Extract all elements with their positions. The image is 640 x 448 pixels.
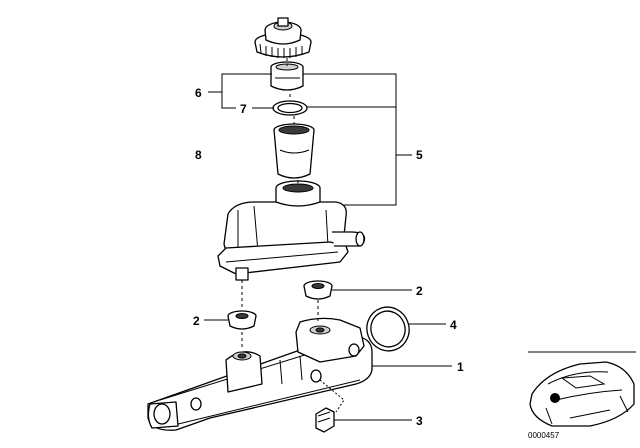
callout-labels: 6 7 8 5 2 2 4 1 3 [193,86,464,428]
label-7: 7 [240,102,247,116]
label-8: 8 [195,148,202,162]
label-3: 3 [416,414,423,428]
label-4: 4 [450,318,457,332]
label-5: 5 [416,148,423,162]
catalog-number: 0000457 [528,431,560,440]
label-1: 1 [457,360,464,374]
cap-fitting[interactable] [270,61,304,91]
filter-insert[interactable] [273,123,315,179]
grommet-right[interactable] [303,280,333,300]
reservoir-cap[interactable] [254,17,312,58]
label-6: 6 [195,86,202,100]
master-cylinder[interactable] [147,317,373,431]
seal-ring[interactable] [272,100,308,116]
o-ring[interactable] [361,301,416,357]
reservoir-tank[interactable] [217,180,366,281]
gasket-clip[interactable] [315,407,335,433]
leader-lines [204,58,452,421]
vehicle-thumbnail: 0000457 [528,351,636,440]
label-2-right: 2 [416,284,423,298]
label-2-left: 2 [193,314,200,328]
grommet-left[interactable] [227,310,257,330]
